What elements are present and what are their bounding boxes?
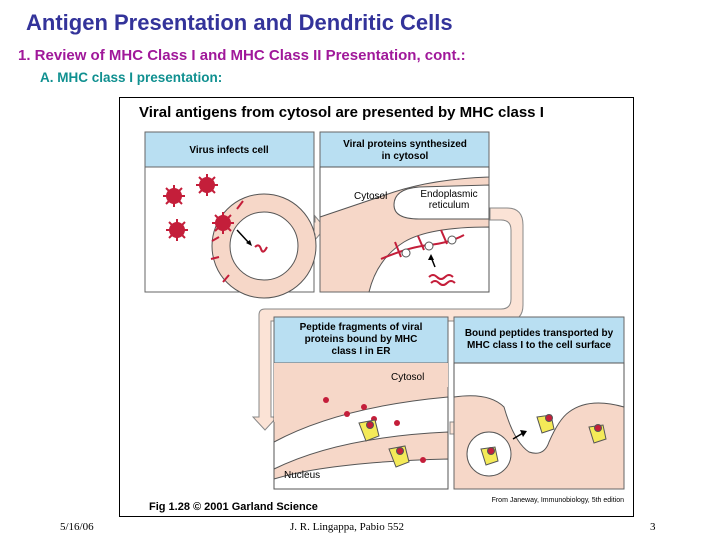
mhc-class-i-figure: Virus infects cell Viral proteins synthe… (144, 131, 625, 513)
cytosol-region (274, 363, 448, 422)
entry-arrow (236, 229, 250, 244)
panel-1-header (144, 131, 315, 168)
virus-particle (166, 219, 188, 241)
viral-rna (254, 244, 268, 253)
panel-1-title: Virus infects cell (189, 145, 269, 156)
subtitle-subsection: A. MHC class I presentation: (40, 70, 223, 85)
nascent-chains (394, 229, 448, 258)
virus-particle (212, 212, 234, 234)
er-upper-lobe (393, 184, 490, 220)
transport-arrow (512, 432, 524, 440)
virus-particle (163, 185, 185, 207)
panel-bound-peptides-transported: Bound peptides transported by MHC class … (453, 316, 625, 490)
panel-virus-infects-cell: Virus infects cell (144, 131, 317, 299)
subtitle-section: 1. Review of MHC Class I and MHC Class I… (18, 47, 466, 64)
panel-3-title-line1: Peptide fragments of viral (300, 322, 423, 333)
host-nucleus (229, 211, 299, 281)
virus-spikes (210, 200, 244, 283)
cell-membrane-top (319, 166, 490, 218)
mhc-class-i-molecules-surface (480, 414, 607, 466)
panel-4-title-line2: MHC class I to the cell surface (467, 340, 611, 351)
nucleus-region (273, 458, 449, 490)
panel-3-title-line2: proteins bound by MHC (305, 334, 418, 345)
panel-2-er-label-line1: Endoplasmic (420, 189, 477, 200)
extracellular-space (453, 362, 625, 454)
panel-3-cytosol-label: Cytosol (391, 372, 424, 383)
panel-viral-proteins-synthesized: Viral proteins synthesized in cytosol Cy… (319, 131, 490, 293)
panel-4-title-line1: Bound peptides transported by (465, 328, 614, 339)
virus-particle (196, 174, 218, 196)
figure-caption: Fig 1.28 © 2001 Garland Science (149, 501, 318, 513)
panel-2-er-label-line2: reticulum (429, 200, 470, 211)
figure-source: From Janeway, Immunobiology, 5th edition (492, 497, 625, 504)
figure-heading: Viral antigens from cytosol are presente… (139, 104, 544, 121)
mhc-molecule (358, 419, 380, 442)
panel-2-header (319, 131, 490, 168)
panel-4-header (453, 316, 625, 364)
viral-proteins (428, 274, 456, 286)
panel-2-title-line1: Viral proteins synthesized (343, 139, 467, 150)
footer-page-number: 3 (650, 521, 656, 533)
mhc-molecule (388, 445, 410, 468)
panel-3-nucleus-label: Nucleus (284, 470, 320, 481)
mhc-class-i-molecules (358, 419, 410, 468)
footer-date: 5/16/06 (60, 521, 94, 533)
ribosomes (401, 235, 457, 258)
panel-2-title-line2: in cytosol (382, 151, 429, 162)
panel-3-title-line3: class I in ER (332, 346, 392, 357)
footer-author: J. R. Lingappa, Pabio 552 (290, 521, 404, 533)
panel-2-cytosol-label: Cytosol (354, 191, 387, 202)
virus-particles (163, 174, 268, 283)
panel-peptide-fragments-bound: Peptide fragments of viral proteins boun… (273, 316, 449, 490)
slide-title: Antigen Presentation and Dendritic Cells (26, 10, 453, 35)
